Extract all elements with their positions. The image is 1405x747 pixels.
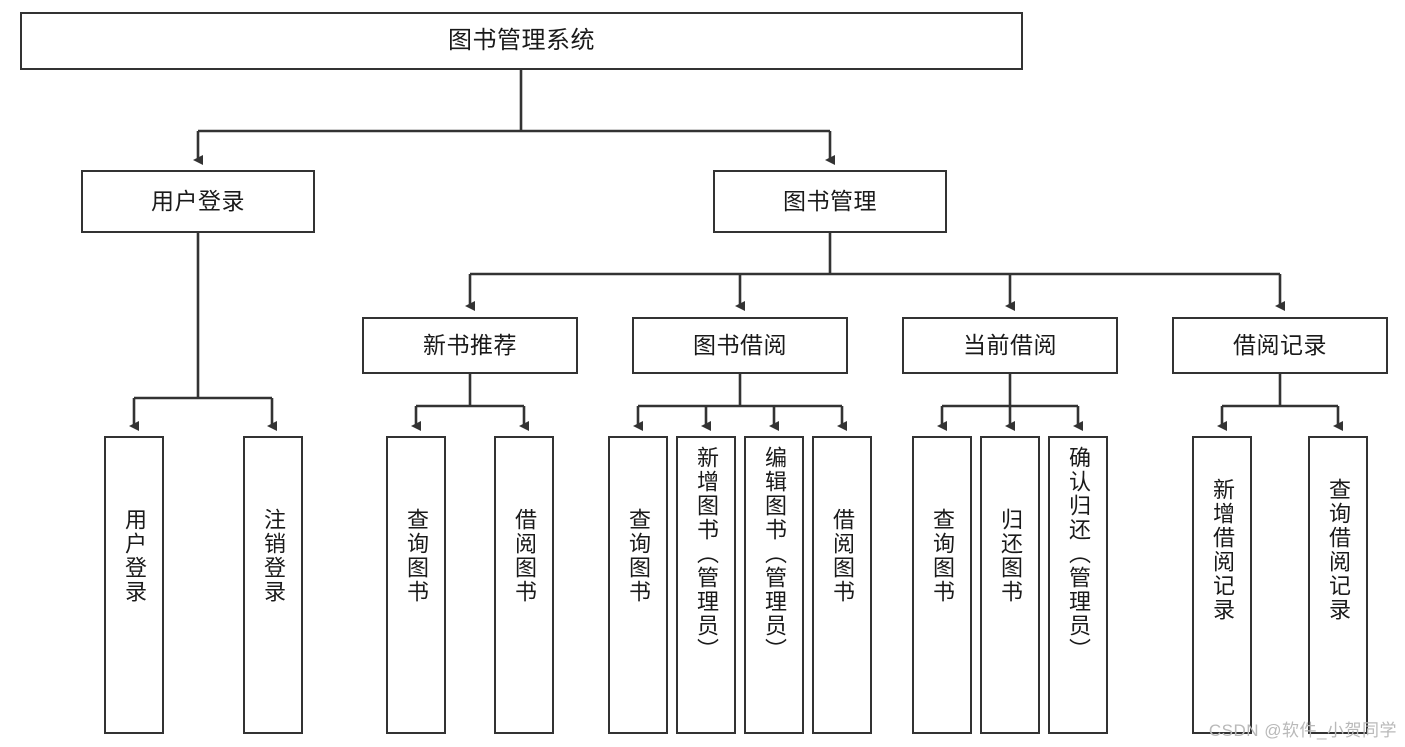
leaf-user-login[interactable]: 用户登录 bbox=[104, 436, 164, 734]
node-label: 当前借阅 bbox=[963, 331, 1057, 358]
node-label: 归还图书 bbox=[998, 508, 1023, 604]
node-label: 用户登录 bbox=[151, 187, 245, 214]
node-label: 新增图书（管理员） bbox=[694, 446, 719, 662]
leaf-borrow-book[interactable]: 借阅图书 bbox=[812, 436, 872, 734]
node-label: 编辑图书（管理员） bbox=[762, 446, 787, 662]
leaf-query-borrow-record[interactable]: 查询借阅记录 bbox=[1308, 436, 1368, 734]
node-label: 查询图书 bbox=[404, 508, 429, 604]
node-book-management-system[interactable]: 图书管理系统 bbox=[20, 12, 1023, 70]
node-label: 确认归还（管理员） bbox=[1066, 446, 1091, 662]
node-label: 借阅记录 bbox=[1233, 331, 1327, 358]
leaf-query-book-new[interactable]: 查询图书 bbox=[386, 436, 446, 734]
node-current-borrow[interactable]: 当前借阅 bbox=[902, 317, 1118, 374]
node-new-book-recommend[interactable]: 新书推荐 bbox=[362, 317, 578, 374]
node-label: 借阅图书 bbox=[512, 508, 537, 604]
leaf-query-book-current[interactable]: 查询图书 bbox=[912, 436, 972, 734]
node-book-management[interactable]: 图书管理 bbox=[713, 170, 947, 233]
node-label: 查询图书 bbox=[930, 508, 955, 604]
leaf-add-book-admin[interactable]: 新增图书（管理员） bbox=[676, 436, 736, 734]
node-label: 查询借阅记录 bbox=[1326, 478, 1351, 622]
leaf-logout[interactable]: 注销登录 bbox=[243, 436, 303, 734]
node-borrow-record[interactable]: 借阅记录 bbox=[1172, 317, 1388, 374]
node-label: 用户登录 bbox=[122, 508, 147, 604]
leaf-edit-book-admin[interactable]: 编辑图书（管理员） bbox=[744, 436, 804, 734]
node-label: 查询图书 bbox=[626, 508, 651, 604]
node-label: 图书管理 bbox=[783, 187, 877, 214]
node-label: 新增借阅记录 bbox=[1210, 478, 1235, 622]
node-label: 借阅图书 bbox=[830, 508, 855, 604]
node-label: 注销登录 bbox=[261, 508, 286, 604]
node-label: 图书借阅 bbox=[693, 331, 787, 358]
node-label: 新书推荐 bbox=[423, 331, 517, 358]
leaf-borrow-book-new[interactable]: 借阅图书 bbox=[494, 436, 554, 734]
leaf-confirm-return-admin[interactable]: 确认归还（管理员） bbox=[1048, 436, 1108, 734]
leaf-add-borrow-record[interactable]: 新增借阅记录 bbox=[1192, 436, 1252, 734]
node-user-login[interactable]: 用户登录 bbox=[81, 170, 315, 233]
leaf-query-book-borrow[interactable]: 查询图书 bbox=[608, 436, 668, 734]
node-book-borrow[interactable]: 图书借阅 bbox=[632, 317, 848, 374]
leaf-return-book[interactable]: 归还图书 bbox=[980, 436, 1040, 734]
node-label: 图书管理系统 bbox=[448, 26, 595, 54]
